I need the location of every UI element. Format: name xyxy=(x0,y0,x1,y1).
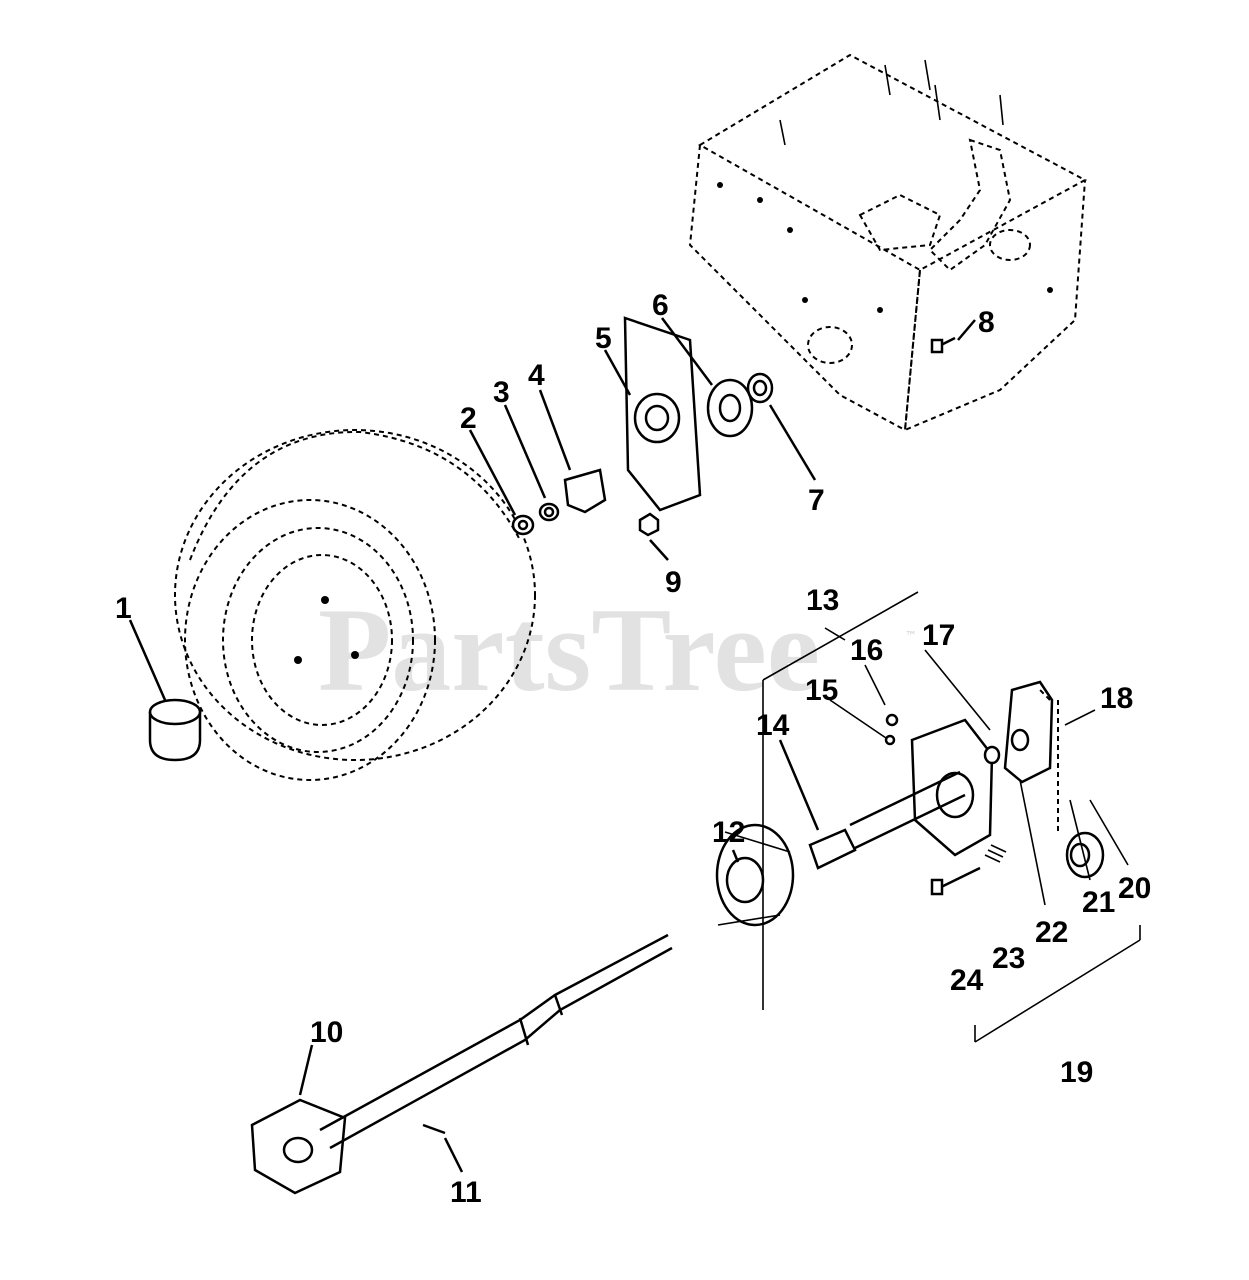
callout-14: 14 xyxy=(756,709,790,742)
callout-17: 17 xyxy=(922,619,955,652)
callouts: 1 2 3 4 5 6 7 8 9 10 11 12 13 14 15 16 1… xyxy=(115,289,1151,1209)
wheel-tire xyxy=(174,429,536,781)
callout-23: 23 xyxy=(992,942,1025,975)
callout-4: 4 xyxy=(528,359,545,392)
callout-6: 6 xyxy=(652,289,669,322)
callout-20: 20 xyxy=(1118,872,1151,905)
callout-2: 2 xyxy=(460,402,477,435)
frame-chassis xyxy=(688,53,1088,432)
callout-15: 15 xyxy=(805,674,838,707)
leader-lines xyxy=(128,317,1141,1173)
callout-21: 21 xyxy=(1082,886,1115,919)
bushing-part xyxy=(808,828,857,870)
callout-3: 3 xyxy=(493,376,510,409)
clip-part xyxy=(563,468,607,514)
callout-7: 7 xyxy=(808,484,825,517)
callout-10: 10 xyxy=(310,1016,343,1049)
washers-part xyxy=(511,502,560,536)
callout-11: 11 xyxy=(450,1176,482,1209)
callout-18: 18 xyxy=(1100,682,1133,715)
callout-8: 8 xyxy=(978,306,995,339)
callout-16: 16 xyxy=(850,634,883,667)
callout-12: 12 xyxy=(712,816,745,849)
watermark-trademark: ™ xyxy=(905,629,917,643)
hub-cap-part xyxy=(148,698,202,762)
callout-9: 9 xyxy=(665,566,682,599)
watermark-text: PartsTree xyxy=(318,583,820,716)
end-cap-part xyxy=(1065,831,1105,879)
bearing-plate-part xyxy=(623,316,702,512)
bolt-part xyxy=(930,336,956,354)
gear-part xyxy=(715,823,795,927)
hub-shaft-assembly xyxy=(849,713,1001,857)
nut-part xyxy=(638,512,660,537)
collar-part xyxy=(1003,680,1054,784)
axle-shaft-part xyxy=(250,933,673,1195)
callout-19: 19 xyxy=(1060,1056,1093,1089)
bearing-part xyxy=(706,372,774,438)
callout-13: 13 xyxy=(806,584,839,617)
callout-5: 5 xyxy=(595,322,612,355)
pin-spring-part xyxy=(930,844,1007,896)
callout-22: 22 xyxy=(1035,916,1068,949)
callout-1: 1 xyxy=(115,592,132,625)
callout-24: 24 xyxy=(950,964,984,997)
